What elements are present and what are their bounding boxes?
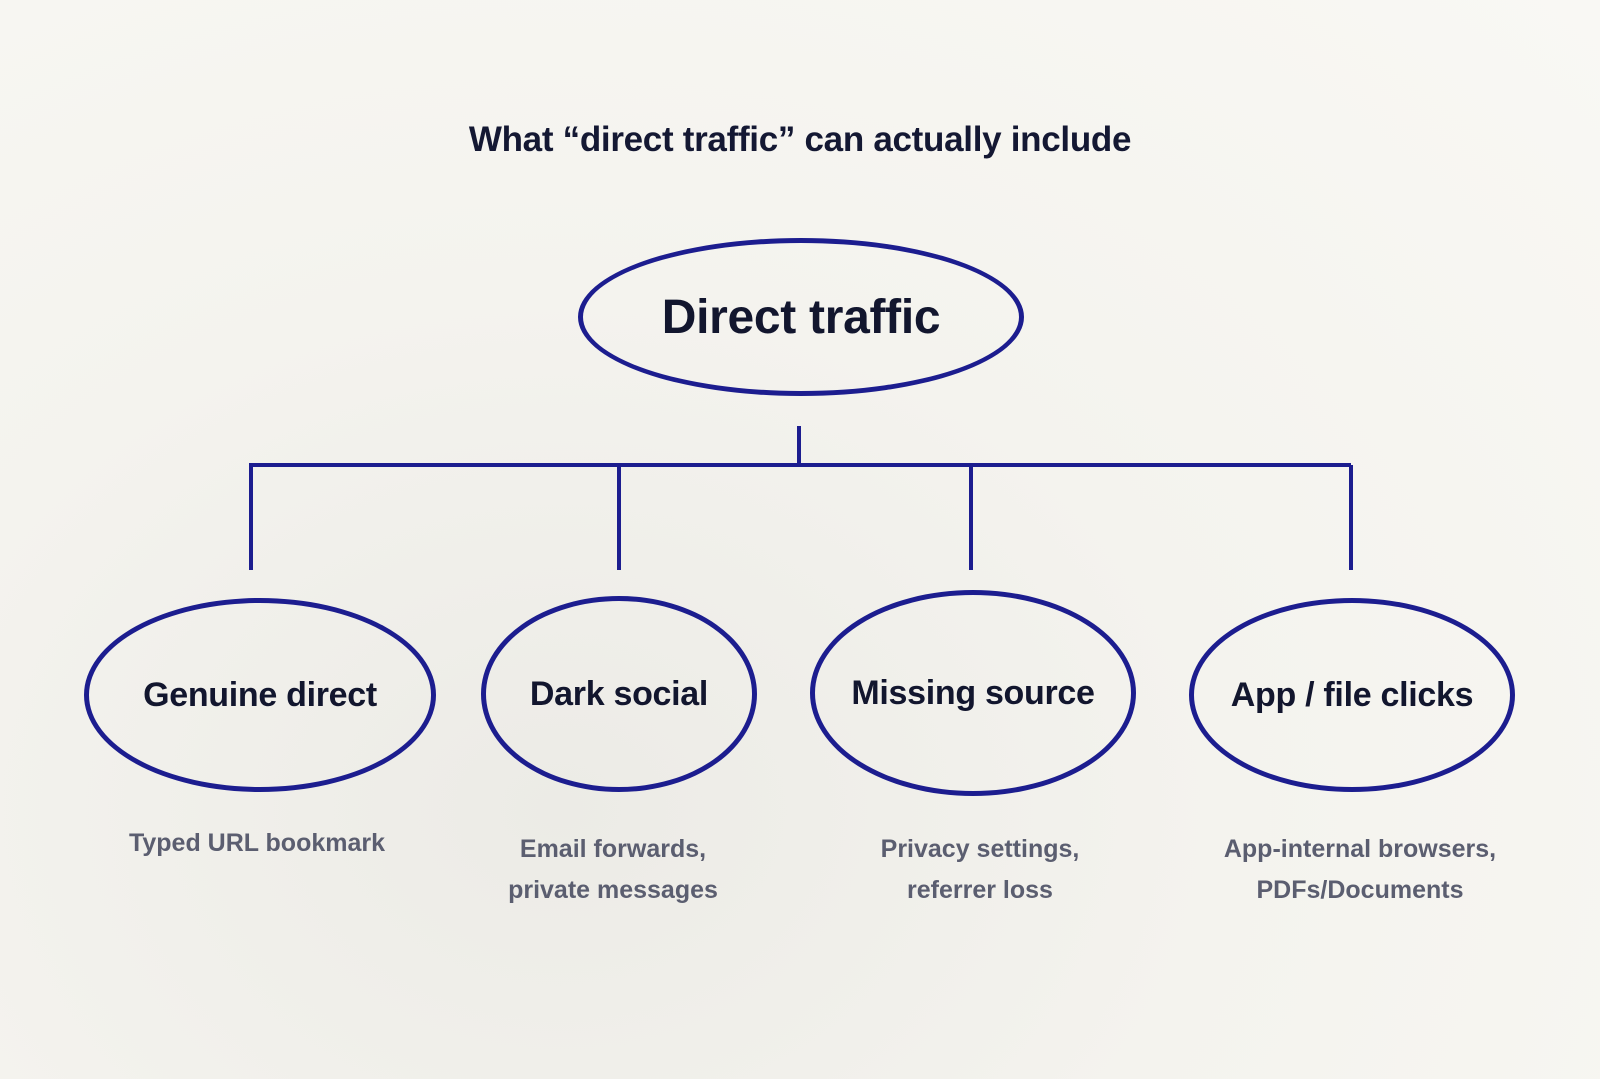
description-genuine-direct: Typed URL bookmark — [57, 823, 457, 864]
description-dark-social: Email forwards, private messages — [413, 829, 813, 911]
node-missing-source: Missing source — [810, 590, 1136, 796]
diagram-title: What “direct traffic” can actually inclu… — [468, 120, 1132, 159]
description-line: Typed URL bookmark — [128, 829, 386, 857]
node-label: Missing source — [851, 673, 1095, 712]
node-label: Dark social — [529, 674, 709, 713]
description-line: Privacy settings, — [880, 835, 1080, 863]
description-line: Email forwards, — [519, 835, 707, 863]
description-line: App-internal browsers, — [1223, 835, 1497, 863]
node-app-file-clicks: App / file clicks — [1189, 598, 1515, 792]
node-genuine-direct: Genuine direct — [84, 598, 436, 792]
node-label: Genuine direct — [143, 675, 377, 714]
root-node-label: Direct traffic — [661, 290, 941, 344]
description-app-file-clicks: App-internal browsers, PDFs/Documents — [1160, 829, 1560, 911]
description-missing-source: Privacy settings, referrer loss — [780, 829, 1180, 911]
description-line: referrer loss — [907, 876, 1053, 904]
root-node-direct-traffic: Direct traffic — [578, 238, 1024, 396]
description-line: PDFs/Documents — [1256, 876, 1464, 904]
node-label: App / file clicks — [1230, 675, 1474, 714]
node-dark-social: Dark social — [481, 596, 757, 792]
description-line: private messages — [508, 876, 718, 904]
